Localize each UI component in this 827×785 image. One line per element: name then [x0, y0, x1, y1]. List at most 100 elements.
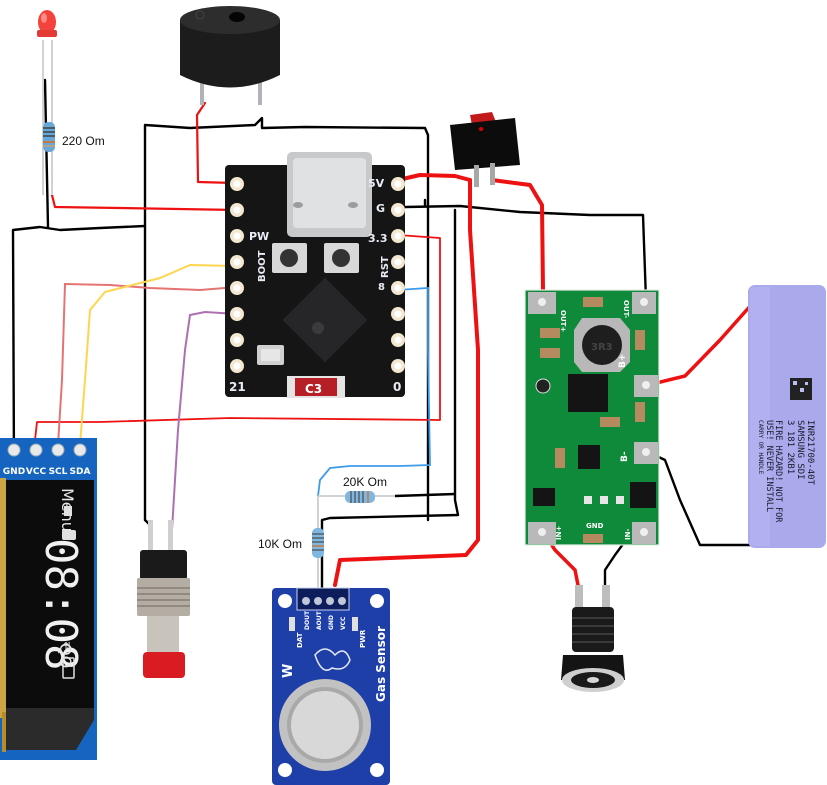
wire-sensor-signal — [317, 287, 431, 497]
charger-pin-labels: GND — [586, 522, 604, 530]
wire-switch-to-charger — [490, 178, 545, 292]
gas-pin-label: DOUT — [304, 610, 311, 630]
esp32-c3-board[interactable]: C3 PW BOOT RST 5V G 3.3 8 21 0 — [225, 152, 405, 398]
oled-pin-vcc[interactable] — [29, 443, 43, 457]
esp-right-pin-hole — [394, 310, 402, 318]
rocker-switch[interactable] — [450, 112, 520, 187]
gas-pin-label: VCC — [340, 616, 347, 630]
battery-batch: 3 181 2KB1 — [785, 420, 795, 474]
label-b-minus: B- — [620, 451, 630, 462]
oled-pin-gnd[interactable] — [7, 443, 21, 457]
chip-u2 — [578, 445, 600, 469]
esp-left-pin-hole — [233, 180, 241, 188]
esp-left-pin-hole — [233, 284, 241, 292]
oled-pin-scl[interactable] — [51, 443, 65, 457]
label-out-minus: OUT- — [622, 300, 630, 318]
pin-label-g: G — [376, 202, 385, 215]
wire-led-anode — [50, 193, 239, 212]
wire-gnd-left — [11, 224, 147, 472]
gas-pin-vcc[interactable] — [338, 597, 346, 605]
inductor-label: 3R3 — [591, 342, 613, 353]
resistor-20k-label: 20K Om — [343, 475, 387, 489]
rst-label: RST — [380, 256, 391, 278]
label-out-plus: OUT+ — [559, 310, 567, 332]
wire-5v-to-switch — [396, 173, 472, 182]
resistor-220[interactable] — [43, 122, 55, 152]
oled-pin-label: SDA — [70, 467, 91, 477]
led[interactable] — [37, 10, 57, 37]
esp-right-pin-hole — [394, 336, 402, 344]
esp-right-pin-hole — [394, 232, 402, 240]
dc-barrel-jack[interactable] — [561, 585, 625, 692]
oled-pin-label: VCC — [26, 467, 47, 477]
esp-right-pin-hole — [394, 362, 402, 370]
label-in-minus: IN- — [624, 529, 632, 540]
gas-pin-label: GND — [328, 615, 335, 630]
wire-sda — [79, 263, 238, 446]
wire-gnd-sensor-line — [393, 492, 457, 498]
pin-label-0: 0 — [393, 380, 401, 394]
esp-right-pin-hole — [394, 284, 402, 292]
pin-label-8: 8 — [378, 282, 385, 293]
esp-left-pin-hole — [233, 206, 241, 214]
gas-pin-gnd[interactable] — [326, 597, 334, 605]
pin-label-5v: 5V — [368, 177, 385, 190]
oled-time: 08:08 — [35, 538, 86, 670]
esp-left-pin-hole — [233, 232, 241, 240]
sync-arrows-icon: ⇅ — [63, 640, 72, 653]
charger-boost-module[interactable]: 3R3 GND OUT+ OUT- B+ B- IN+ IN- — [524, 289, 660, 546]
push-button[interactable] — [137, 520, 190, 678]
black-wires — [11, 78, 754, 597]
pin-label-pw: PW — [249, 230, 269, 243]
oled-qq-text: QQ — [56, 643, 75, 668]
antenna-label: C3 — [305, 382, 322, 396]
esp-left-pin-hole — [233, 362, 241, 370]
gas-sensor-label: Gas Sensor — [374, 626, 388, 702]
esp-right-pin-hole — [394, 258, 402, 266]
wire-3v3-loop — [34, 234, 441, 441]
resistor-10k-label: 10K Om — [258, 537, 302, 551]
wire-led-cathode — [43, 78, 50, 229]
pin-label-21: 21 — [229, 380, 246, 394]
wire-gnd-to-esp — [403, 204, 648, 302]
battery-warning-2: USE! NEVER INSTALL — [764, 420, 774, 512]
label-b-plus: B+ — [618, 354, 628, 368]
gas-pin-aout[interactable] — [314, 597, 322, 605]
battery-brand: SAMSUNG SDI — [795, 420, 805, 480]
battery-21700[interactable]: INR21700-40T SAMSUNG SDI 3 181 2KB1 FIRE… — [748, 285, 826, 548]
esp-left-pin-hole — [233, 258, 241, 266]
signal-icon — [64, 506, 72, 516]
battery-warning-1: FIRE HAZARD! NOT FOR — [773, 420, 783, 523]
chip-u1 — [568, 374, 608, 412]
mail-icon — [62, 530, 76, 540]
esp-left-pin-hole — [233, 310, 241, 318]
esp-left-pin-hole — [233, 336, 241, 344]
esp-right-pin-hole — [394, 206, 402, 214]
wire-5v-down — [333, 178, 480, 587]
gas-pin-dout[interactable] — [302, 597, 310, 605]
esp32-chip — [282, 277, 368, 363]
esp-left-pins — [230, 177, 244, 373]
resistor-10k[interactable] — [312, 528, 324, 558]
gas-sensor-pins — [302, 597, 346, 605]
wire-scl — [57, 282, 238, 446]
oled-pin-sda[interactable] — [73, 443, 87, 457]
esp-right-pins — [391, 177, 405, 373]
pwr-label: PWR — [359, 629, 367, 648]
resistor-20k[interactable] — [345, 491, 375, 503]
wire-gnd-loop-top — [143, 116, 430, 522]
pwr-led — [352, 617, 358, 631]
red-wires — [34, 101, 787, 597]
chip-u3 — [630, 482, 656, 508]
esp-right-pin-hole — [394, 180, 402, 188]
oled-pin-label: GND — [3, 467, 25, 477]
pin-label-33: 3.3 — [368, 232, 388, 245]
waveshare-logo: W — [281, 664, 296, 678]
label-in-plus: IN+ — [555, 526, 563, 540]
resistor-220-label: 220 Om — [62, 134, 105, 148]
buzzer[interactable] — [180, 6, 280, 105]
